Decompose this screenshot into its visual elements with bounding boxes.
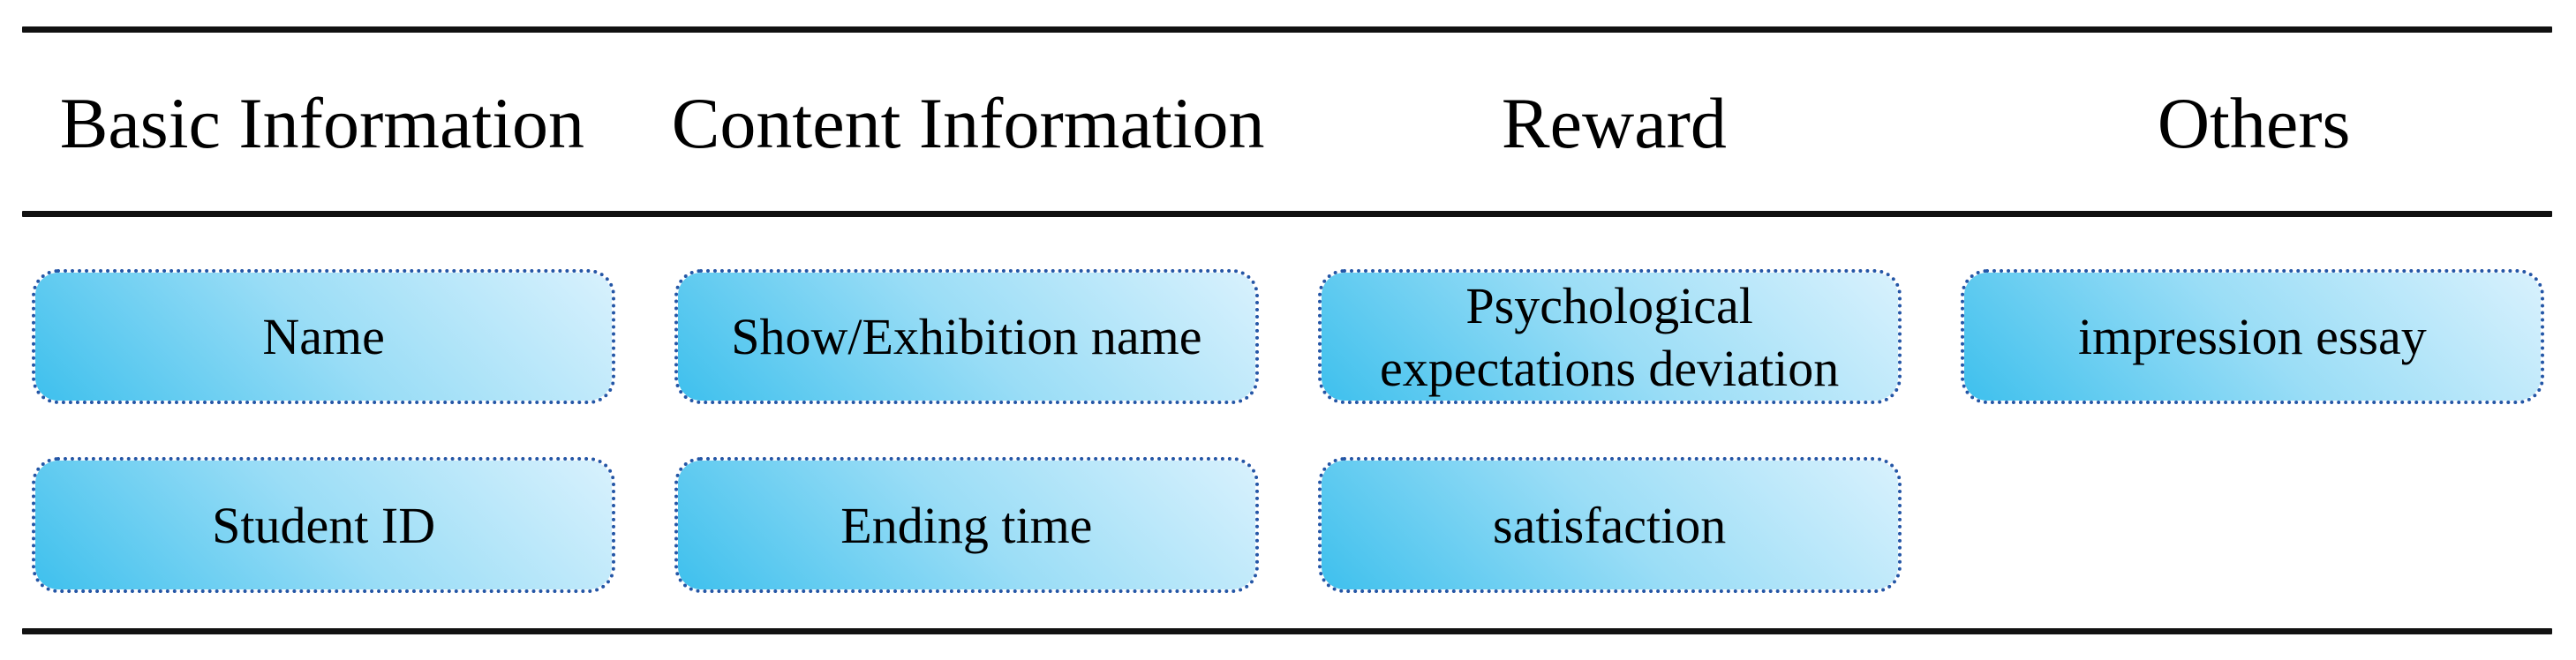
field-label-psychological-expectations-deviation: Psychological expectations deviation [1380, 276, 1840, 397]
column-header-others: Others [2157, 83, 2351, 163]
field-box-student-id: Student ID [32, 457, 616, 593]
field-box-impression-essay: impression essay [1960, 269, 2544, 404]
field-box-satisfaction: satisfaction [1317, 457, 1902, 593]
empty-cell-others-row-2 [1961, 457, 2544, 593]
fields-row-1: Name Show/Exhibition name Psychological … [32, 269, 2544, 404]
table-header-rule [22, 211, 2552, 217]
field-box-name: Name [32, 269, 616, 404]
table-top-rule [22, 26, 2552, 33]
fields-row-2: Student ID Ending time satisfaction [32, 457, 2544, 593]
header-row: Basic Information Content Information Re… [32, 85, 2544, 162]
field-label-show-exhibition-name: Show/Exhibition name [731, 308, 1202, 365]
table-bottom-rule [22, 628, 2552, 634]
column-header-basic-information: Basic Information [59, 83, 585, 163]
field-box-psychological-expectations-deviation: Psychological expectations deviation [1317, 269, 1902, 404]
field-label-name: Name [262, 308, 385, 365]
field-label-impression-essay: impression essay [2078, 308, 2427, 365]
field-box-show-exhibition-name: Show/Exhibition name [674, 269, 1259, 404]
field-label-satisfaction: satisfaction [1493, 496, 1727, 554]
column-header-content-information: Content Information [671, 83, 1265, 163]
field-label-student-id: Student ID [212, 496, 436, 554]
field-box-ending-time: Ending time [674, 457, 1259, 593]
column-header-reward: Reward [1501, 83, 1727, 163]
field-label-ending-time: Ending time [840, 496, 1093, 554]
